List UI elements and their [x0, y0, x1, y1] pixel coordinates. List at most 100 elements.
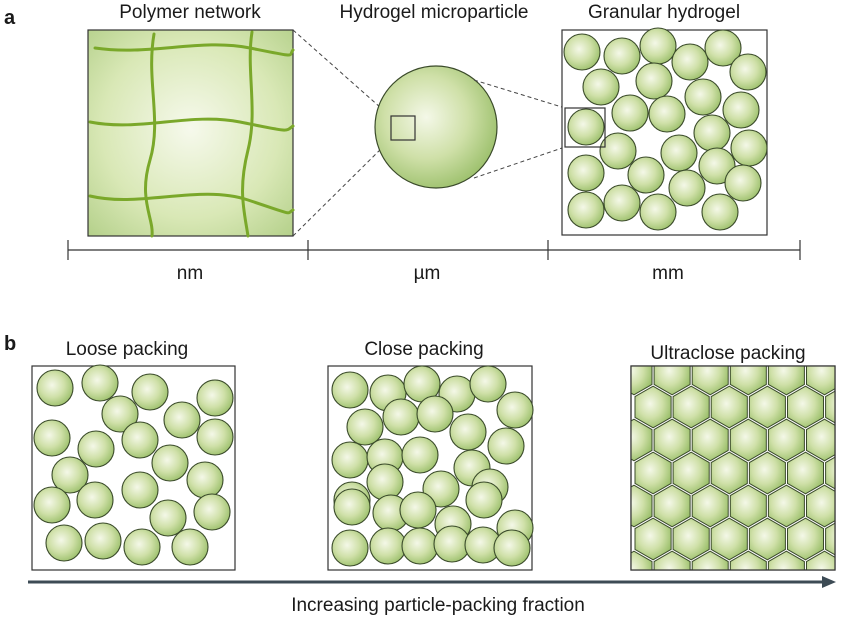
particle: [51, 456, 89, 494]
particle: [729, 53, 767, 91]
particle: [33, 419, 71, 457]
particle: [648, 95, 686, 133]
hexagonal-particle: [691, 484, 729, 528]
particle: [101, 395, 139, 433]
hexagonal-particle: [691, 366, 729, 396]
polymer-network-title: Polymer network: [119, 2, 261, 23]
particle: [186, 461, 224, 499]
particle: [722, 91, 760, 129]
granular-hydrogel-title: Granular hydrogel: [588, 2, 740, 23]
particle: [627, 156, 665, 194]
scale-label-mm: mm: [652, 263, 684, 284]
scale-label-nm: nm: [177, 263, 203, 284]
particle: [668, 169, 706, 207]
particle: [196, 418, 234, 456]
hexagonal-particle: [631, 366, 653, 396]
particle: [582, 68, 620, 106]
particle: [639, 27, 677, 65]
scale-bar: [67, 240, 801, 260]
particle: [369, 527, 407, 565]
particle: [416, 395, 454, 433]
zoom-box-microparticle: [390, 115, 416, 141]
packing-fraction-arrow: [28, 576, 836, 588]
polymer-fiber: [88, 117, 295, 132]
hexagonal-particle: [729, 484, 767, 528]
particle: [493, 529, 531, 567]
hexagonal-particle: [767, 550, 805, 570]
hexagonal-particle: [653, 366, 691, 396]
particle: [469, 365, 507, 403]
panel-b-label: b: [4, 333, 16, 355]
hexagonal-particle: [806, 366, 835, 396]
particle: [563, 33, 601, 71]
hexagonal-particle: [748, 385, 786, 429]
particle: [366, 463, 404, 501]
hexagonal-particle: [729, 366, 767, 396]
particle: [401, 527, 439, 565]
particle: [121, 471, 159, 509]
hexagonal-particle: [634, 517, 672, 561]
particle: [698, 147, 736, 185]
hexagonal-particle: [806, 418, 835, 462]
hexagonal-particle: [825, 390, 835, 424]
close-packing-diagram: [327, 365, 534, 571]
particle: [684, 78, 722, 116]
hexagonal-particle: [672, 517, 710, 561]
particle: [704, 29, 742, 67]
polymer-fiber: [144, 32, 157, 238]
hexagonal-particle: [691, 550, 729, 570]
particle: [331, 441, 369, 479]
zoom-box-granular: [564, 107, 606, 148]
particle: [567, 154, 605, 192]
particle: [599, 132, 637, 170]
particle: [331, 529, 369, 567]
hexagonal-particle: [787, 517, 824, 561]
particle: [701, 193, 739, 231]
zoom-lines-left: [292, 29, 391, 237]
hexagonal-particle: [748, 451, 786, 495]
close-packing-title: Close packing: [364, 339, 483, 360]
hexagonal-particle: [631, 484, 653, 528]
particle: [77, 430, 115, 468]
particle: [401, 436, 439, 474]
particle: [196, 379, 234, 417]
particle: [465, 481, 503, 519]
particle: [121, 421, 159, 459]
hexagonal-particle: [653, 484, 691, 528]
particle: [487, 427, 525, 465]
hexagonal-particle: [825, 522, 835, 556]
hexagonal-particle: [634, 385, 672, 429]
hydrogel-microparticle: [374, 65, 498, 189]
particle: [81, 364, 119, 402]
particle: [331, 371, 369, 409]
particle: [45, 524, 83, 562]
particle: [496, 391, 534, 429]
granular-hydrogel-diagram: [561, 27, 768, 236]
polymer-fiber: [241, 30, 254, 238]
zoom-lines-right: [473, 79, 566, 179]
particle: [36, 369, 74, 407]
particle: [149, 499, 187, 537]
loose-packing-title: Loose packing: [66, 339, 189, 360]
particle: [163, 401, 201, 439]
particle: [346, 408, 384, 446]
particle: [76, 481, 114, 519]
hexagonal-particle: [787, 385, 824, 429]
hexagonal-particle: [631, 418, 653, 462]
particle: [449, 413, 487, 451]
particle: [131, 373, 169, 411]
particle: [123, 528, 161, 566]
hexagonal-particle: [672, 451, 710, 495]
particle: [635, 62, 673, 100]
hexagonal-particle: [767, 418, 805, 462]
polymer-network-diagram: [87, 29, 295, 238]
hexagonal-particle: [710, 385, 748, 429]
hexagonal-particle: [748, 517, 786, 561]
hexagonal-particle: [653, 550, 691, 570]
scale-label-um: µm: [414, 263, 441, 284]
hexagonal-particle: [767, 366, 805, 396]
ultraclose-packing-diagram: [630, 365, 836, 571]
particle: [171, 528, 209, 566]
hexagonal-particle: [787, 451, 824, 495]
